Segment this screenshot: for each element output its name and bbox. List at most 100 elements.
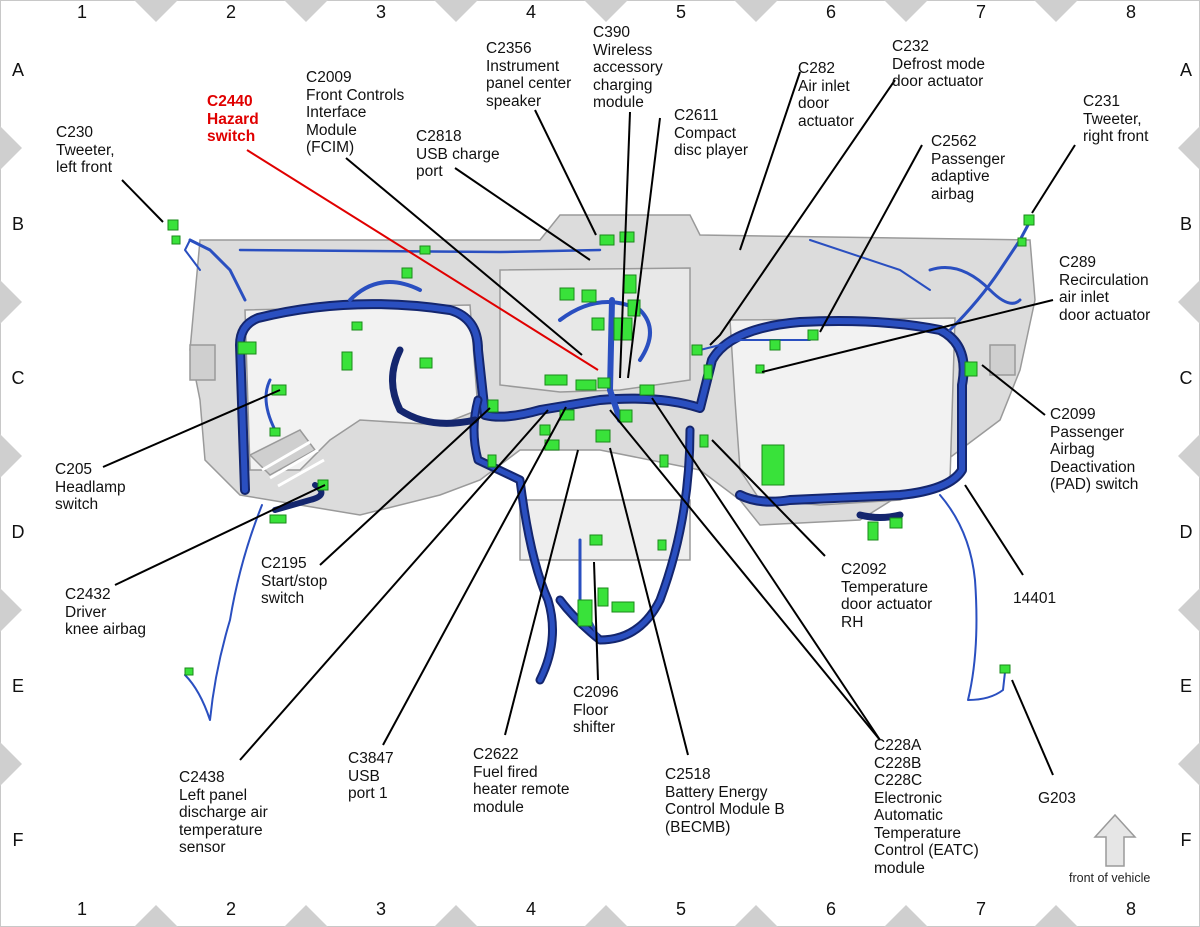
frame-tab xyxy=(884,0,928,22)
leader-c289 xyxy=(761,299,1054,373)
callout-c2356: C2356 Instrument panel center speaker xyxy=(486,40,572,110)
leader-c282 xyxy=(739,71,801,251)
grid-row-label: F xyxy=(1180,830,1192,850)
grid-column-label: 7 xyxy=(975,899,986,919)
leader-c2438 xyxy=(239,409,549,761)
frame-tab xyxy=(1034,905,1078,927)
frame-tab xyxy=(0,126,22,170)
frame-tab xyxy=(134,0,178,22)
up-arrow-icon xyxy=(1093,813,1137,867)
callout-c2438: C2438 Left panel discharge air temperatu… xyxy=(179,769,268,856)
grid-row-label: E xyxy=(11,676,24,696)
callout-c2432: C2432 Driver knee airbag xyxy=(65,586,147,638)
leader-c2099 xyxy=(981,364,1046,416)
grid-column-label: 8 xyxy=(1125,899,1136,919)
leader-c2818 xyxy=(454,167,591,261)
grid-row-label: B xyxy=(11,214,24,234)
grid-column-label: 3 xyxy=(375,899,386,919)
grid-row-label: B xyxy=(1179,214,1192,234)
callout-c2611: C2611 Compact disc player xyxy=(674,107,749,159)
leader-c2195 xyxy=(319,407,491,566)
leader-g203 xyxy=(1011,679,1054,776)
grid-row-label: E xyxy=(1179,676,1192,696)
leader-c2092 xyxy=(711,439,826,557)
callout-c2099: C2099 Passenger Airbag Deactivation (PAD… xyxy=(1050,406,1139,493)
callout-c2818: C2818 USB charge port xyxy=(416,128,500,180)
grid-column-label: 2 xyxy=(225,2,236,22)
callout-c230: C230 Tweeter, left front xyxy=(56,124,115,176)
frame-tab xyxy=(284,0,328,22)
leader-c205 xyxy=(102,389,281,468)
leader-c2622 xyxy=(504,449,579,736)
grid-row-label: D xyxy=(11,522,25,542)
leader-c2440 xyxy=(246,149,599,371)
frame-tab xyxy=(1178,742,1200,786)
frame-tab xyxy=(0,588,22,632)
frame-tab xyxy=(434,905,478,927)
frame-tab xyxy=(0,280,22,324)
leader-c2432 xyxy=(114,484,326,586)
callout-c2092: C2092 Temperature door actuator RH xyxy=(841,561,933,631)
grid-column-label: 5 xyxy=(675,2,686,22)
leader-c228-a xyxy=(609,409,881,741)
front-of-vehicle-label: front of vehicle xyxy=(1069,871,1151,885)
frame-tab xyxy=(1034,0,1078,22)
leader-lines xyxy=(102,71,1076,776)
grid-column-label: 1 xyxy=(76,899,87,919)
leader-c2356 xyxy=(534,109,597,236)
frame-tab xyxy=(884,905,928,927)
leader-c2009 xyxy=(345,157,583,356)
leader-c2562 xyxy=(819,144,923,333)
frame-tab xyxy=(434,0,478,22)
frame-tab xyxy=(584,0,628,22)
grid-column-label: 6 xyxy=(825,899,836,919)
frame-tab xyxy=(284,905,328,927)
callout-c2518: C2518 Battery Energy Control Module B (B… xyxy=(665,766,785,836)
grid-row-label: A xyxy=(1179,60,1192,80)
grid-column-label: 1 xyxy=(76,2,87,22)
frame-tab xyxy=(734,905,778,927)
callout-c289: C289 Recirculation air inlet door actuat… xyxy=(1059,254,1151,324)
grid-column-label: 6 xyxy=(825,2,836,22)
leader-c230 xyxy=(121,179,164,223)
callout-c390: C390 Wireless accessory charging module xyxy=(593,24,663,111)
leader-c232 xyxy=(709,79,896,346)
callout-n14401: 14401 xyxy=(1013,590,1057,607)
grid-row-label: A xyxy=(11,60,24,80)
leader-c3847 xyxy=(382,406,567,746)
frame-tab xyxy=(134,905,178,927)
callout-c2195: C2195 Start/stop switch xyxy=(261,555,328,607)
frame-tab xyxy=(1178,434,1200,478)
leader-c2611 xyxy=(627,117,661,379)
leader-c2518 xyxy=(609,447,689,756)
frame-tab xyxy=(1178,126,1200,170)
grid-column-label: 4 xyxy=(525,2,536,22)
leader-c390 xyxy=(619,111,631,379)
leader-c231 xyxy=(1031,144,1076,214)
callout-c2096: C2096 Floor shifter xyxy=(573,684,619,736)
callout-c2562: C2562 Passenger adaptive airbag xyxy=(931,133,1006,203)
leader-n14401 xyxy=(964,484,1024,576)
grid-row-label: C xyxy=(1179,368,1193,388)
callout-c205: C205 Headlamp switch xyxy=(55,461,126,513)
grid-row-label: C xyxy=(11,368,25,388)
frame-tab xyxy=(734,0,778,22)
callout-c228: C228A C228B C228C Electronic Automatic T… xyxy=(874,737,979,877)
grid-column-label: 2 xyxy=(225,899,236,919)
callout-c2622: C2622 Fuel fired heater remote module xyxy=(473,746,570,816)
frame-tab xyxy=(584,905,628,927)
leader-c228-b xyxy=(651,397,881,741)
grid-row-label: F xyxy=(12,830,24,850)
callout-c232: C232 Defrost mode door actuator xyxy=(892,38,986,90)
frame-tab xyxy=(1178,280,1200,324)
grid-column-label: 4 xyxy=(525,899,536,919)
callout-c3847: C3847 USB port 1 xyxy=(348,750,394,802)
grid-row-label: D xyxy=(1179,522,1193,542)
leader-c2096 xyxy=(593,561,599,681)
grid-column-label: 7 xyxy=(975,2,986,22)
callout-c2009: C2009 Front Controls Interface Module (F… xyxy=(306,69,405,156)
callout-c282: C282 Air inlet door actuator xyxy=(798,60,855,130)
grid-column-label: 3 xyxy=(375,2,386,22)
